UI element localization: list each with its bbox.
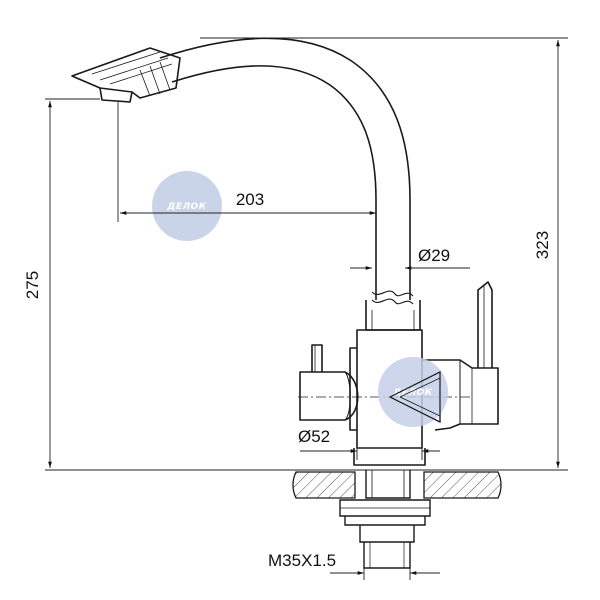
dimension-d29: Ø29 <box>418 246 450 265</box>
countertop <box>292 471 502 499</box>
watermark-left-text: ДЕЛОК <box>166 202 206 212</box>
thread-shank <box>363 542 411 569</box>
dimension-lines <box>45 37 568 580</box>
watermark-right-text: ДЕЛОК <box>392 388 432 398</box>
filter-lever <box>311 344 323 372</box>
mount-nut <box>359 525 415 543</box>
mixer-handle <box>422 359 499 431</box>
dimension-203: 203 <box>236 190 264 209</box>
mount-washer <box>339 499 431 517</box>
spout-outer <box>159 37 411 300</box>
watermark-left: ДЕЛОК <box>152 171 222 241</box>
spout-inner <box>171 65 377 300</box>
watermark-right: ДЕЛОК <box>378 357 448 427</box>
dimension-d52: Ø52 <box>298 427 330 446</box>
spout-tip <box>71 47 181 99</box>
faucet-body <box>356 329 423 449</box>
dimension-323: 323 <box>533 231 552 259</box>
dimension-275: 275 <box>23 271 42 299</box>
valve-wedge-top <box>388 371 441 423</box>
aerator <box>99 87 133 103</box>
mounting-shank <box>339 470 431 569</box>
dimension-thread: M35X1.5 <box>268 551 336 570</box>
mixer-lever <box>477 281 493 368</box>
